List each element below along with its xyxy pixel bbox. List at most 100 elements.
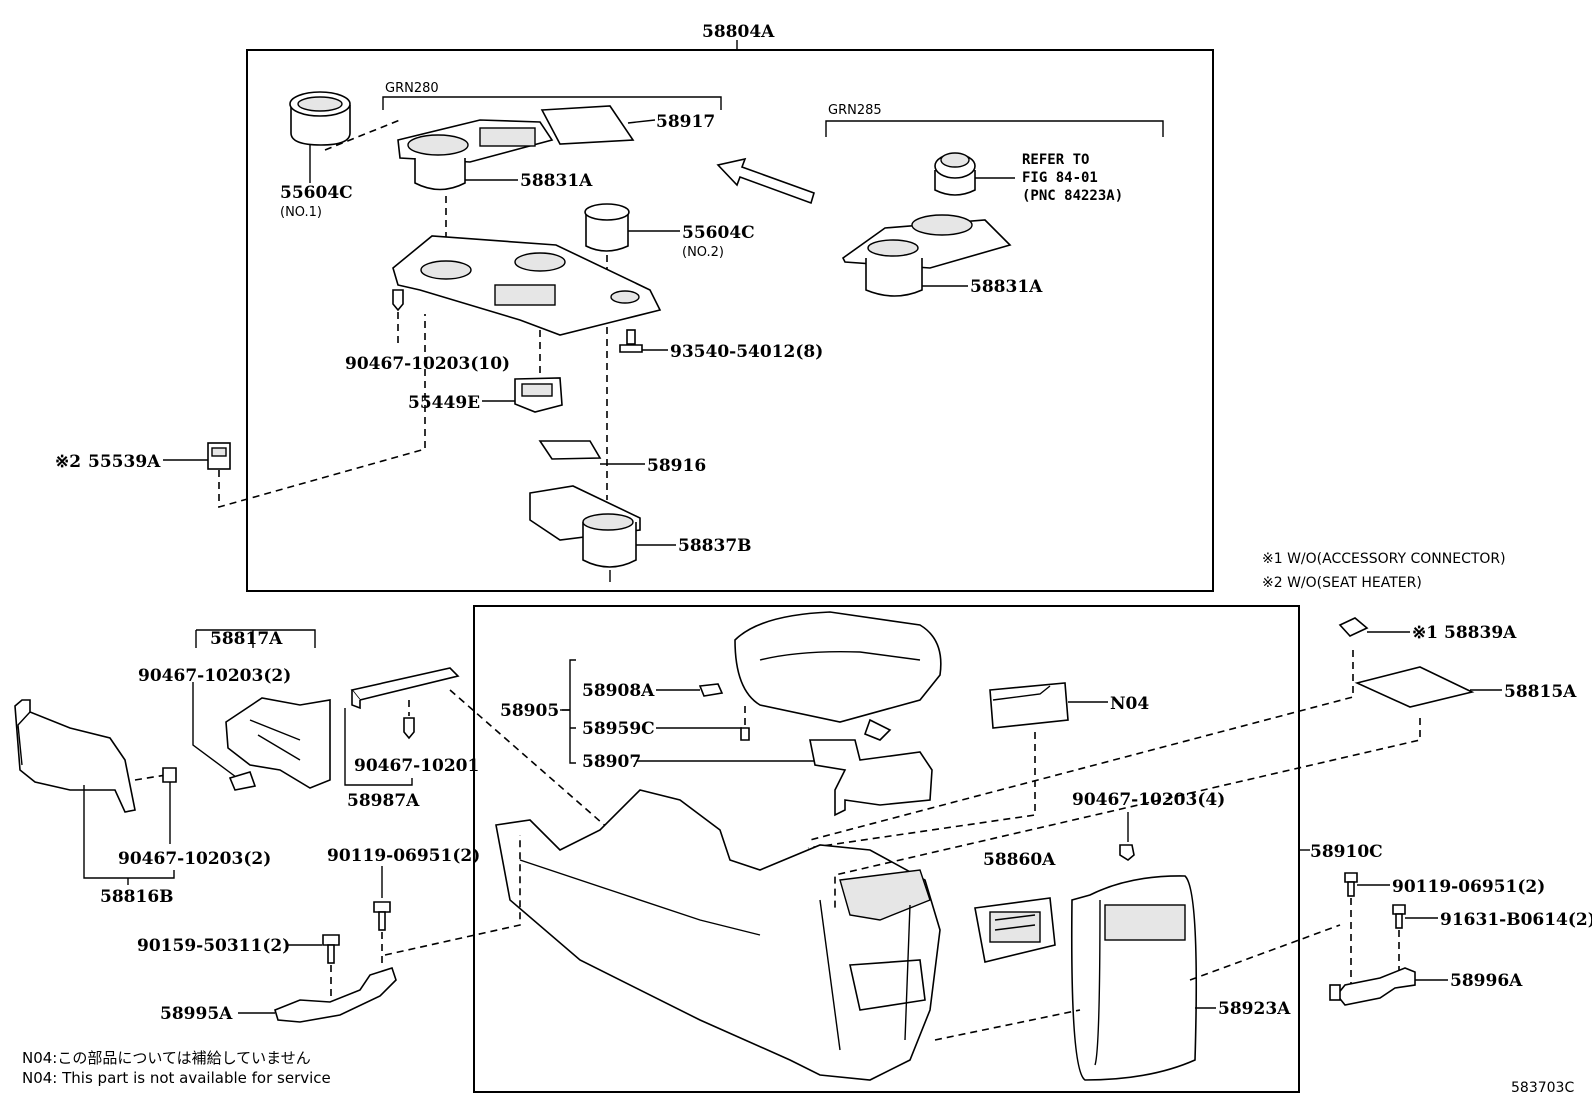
label-90467-10203-10: 90467-10203(10): [345, 354, 510, 374]
part-armrest-lid: [698, 611, 942, 741]
part-shift-knob-ref: [934, 152, 976, 196]
part-58817A: [225, 697, 331, 791]
label-N04: N04: [1110, 694, 1149, 714]
label-55449E: 55449E: [408, 393, 480, 413]
condition-2: ※2 W/O(SEAT HEATER): [1262, 575, 1422, 591]
part-clip-90467-10203-4: [1119, 844, 1135, 861]
part-55539A: [207, 442, 231, 470]
label-58905: 58905: [500, 701, 559, 721]
part-58996A: [1329, 967, 1416, 1006]
label-grn285: GRN285: [828, 103, 882, 118]
part-58837B: [529, 485, 641, 582]
part-N04: [989, 682, 1069, 729]
dash-58815A: [834, 718, 1421, 910]
direction-arrow: [716, 157, 815, 205]
label-55539A-mark: ※2: [55, 452, 81, 472]
bracket-58987A: [344, 708, 413, 786]
label-58923A: 58923A: [1218, 999, 1291, 1019]
footnote-n04-jp: N04:この部品については補給していません: [22, 1049, 311, 1067]
part-55604C-no1: [289, 91, 351, 146]
part-58917: [540, 105, 635, 145]
dash-N04: [807, 732, 1036, 849]
part-screw-90159: [322, 934, 340, 964]
label-90467-10203-2b: 90467-10203(2): [118, 849, 271, 869]
label-58917: 58917: [656, 112, 715, 132]
label-55604C-no1: 55604C: [280, 183, 353, 203]
part-58995A-rail: [274, 966, 397, 1023]
label-90119-a: 90119-06951(2): [327, 846, 480, 866]
label-58837B: 58837B: [678, 536, 752, 556]
label-58916: 58916: [647, 456, 706, 476]
label-93540: 93540-54012(8): [670, 342, 823, 362]
part-screw-91631: [1392, 904, 1406, 929]
part-58907-hinge: [809, 718, 933, 817]
bracket-58905: [562, 659, 576, 764]
label-55604C-no2-sub: (NO.2): [682, 245, 724, 260]
part-screw-90119-a: [373, 901, 391, 931]
label-58815A: 58815A: [1504, 682, 1577, 702]
part-55449E: [514, 377, 563, 413]
label-58817A: 58817A: [210, 629, 283, 649]
part-console-upper-panel: [392, 235, 662, 336]
dash-58923A: [934, 1009, 1081, 1041]
part-58816B: [14, 699, 136, 813]
label-58816B: 58816B: [100, 887, 174, 907]
refer-line3: (PNC 84223A): [1022, 188, 1123, 204]
part-clip-90467-10203-2b: [162, 767, 177, 783]
label-58908A: 58908A: [582, 681, 655, 701]
part-58916: [538, 440, 602, 460]
leader-58917: [627, 119, 656, 124]
label-55539A: 55539A: [88, 452, 161, 472]
label-58839A: 58839A: [1444, 623, 1517, 643]
label-58987A: 58987A: [347, 791, 420, 811]
dash-58996A: [1189, 924, 1341, 981]
part-clip-90467-10201: [403, 717, 415, 740]
dash-55539A: [218, 314, 426, 509]
part-58987A: [350, 667, 460, 710]
part-55604C-no2: [584, 203, 630, 252]
dash-58839A: [809, 650, 1354, 841]
refer-line1: REFER TO: [1022, 152, 1089, 168]
dash-58816B: [134, 773, 173, 781]
label-58959C: 58959C: [582, 719, 655, 739]
label-90159: 90159-50311(2): [137, 936, 290, 956]
upper-assembly-box: [246, 49, 1214, 592]
leader-90467-10203-2a: [192, 682, 241, 781]
label-55604C-no2: 55604C: [682, 223, 755, 243]
label-55604C-no1-sub: (NO.1): [280, 205, 322, 220]
bracket-grn285: [825, 120, 1164, 137]
label-90467-10203-2a: 90467-10203(2): [138, 666, 291, 686]
bracket-58816B: [83, 785, 175, 879]
part-58839A: [1338, 617, 1369, 637]
bracket-grn280: [382, 96, 722, 110]
label-58839A-mark: ※1: [1412, 623, 1438, 643]
part-58910C-console: [495, 789, 941, 1081]
part-58815A: [1354, 666, 1475, 708]
dash-55604C-no1: [324, 119, 401, 151]
part-58831A-grn285: [841, 214, 1012, 297]
footnote-n04-en: N04: This part is not available for serv…: [22, 1069, 331, 1087]
label-grn280: GRN280: [385, 81, 439, 96]
refer-line2: FIG 84-01: [1022, 170, 1098, 186]
label-90467-10203-4: 90467-10203(4): [1072, 790, 1225, 810]
part-58831A-grn280: [397, 119, 554, 191]
part-58923A-rear-panel: [1070, 875, 1198, 1081]
part-clip-90467-10203-10: [392, 289, 404, 312]
label-90467-10201: 90467-10201: [354, 756, 479, 776]
condition-1: ※1 W/O(ACCESSORY CONNECTOR): [1262, 551, 1506, 567]
label-58804A: 58804A: [702, 22, 775, 42]
lower-assembly-box: [473, 605, 1300, 1093]
label-90119-b: 90119-06951(2): [1392, 877, 1545, 897]
label-58996A: 58996A: [1450, 971, 1523, 991]
part-58860A-vent: [974, 897, 1056, 963]
label-58831A-grn280: 58831A: [520, 171, 593, 191]
label-91631: 91631-B0614(2): [1440, 910, 1592, 930]
dash-console-left: [384, 835, 521, 956]
label-58907: 58907: [582, 752, 641, 772]
bracket-58817A: [195, 629, 316, 648]
label-58831A-grn285: 58831A: [970, 277, 1043, 297]
diagram-id: 583703C: [1511, 1080, 1574, 1096]
part-screw-93540: [619, 329, 643, 353]
label-58910C: 58910C: [1310, 842, 1383, 862]
